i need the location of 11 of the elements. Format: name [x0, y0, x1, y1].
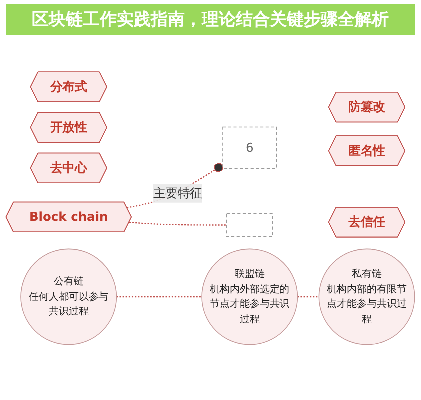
node-circle: 私有链 机构内部的有限节点才能参与共识过程 — [318, 249, 416, 346]
title-banner: 区块链工作实践指南，理论结合关键步骤全解析 — [6, 4, 415, 35]
connector — [116, 296, 202, 298]
node-circle: 公有链 任何人都可以参与共识过程 — [20, 249, 118, 346]
connector — [129, 222, 227, 226]
connector — [126, 164, 224, 209]
edge-label: 主要特征 — [153, 186, 202, 202]
node-box — [226, 214, 274, 238]
node-circle: 联盟链 机构内外部选定的节点才能参与共识过程 — [202, 249, 298, 346]
connector — [298, 296, 320, 298]
node-box: 6 — [222, 127, 278, 170]
